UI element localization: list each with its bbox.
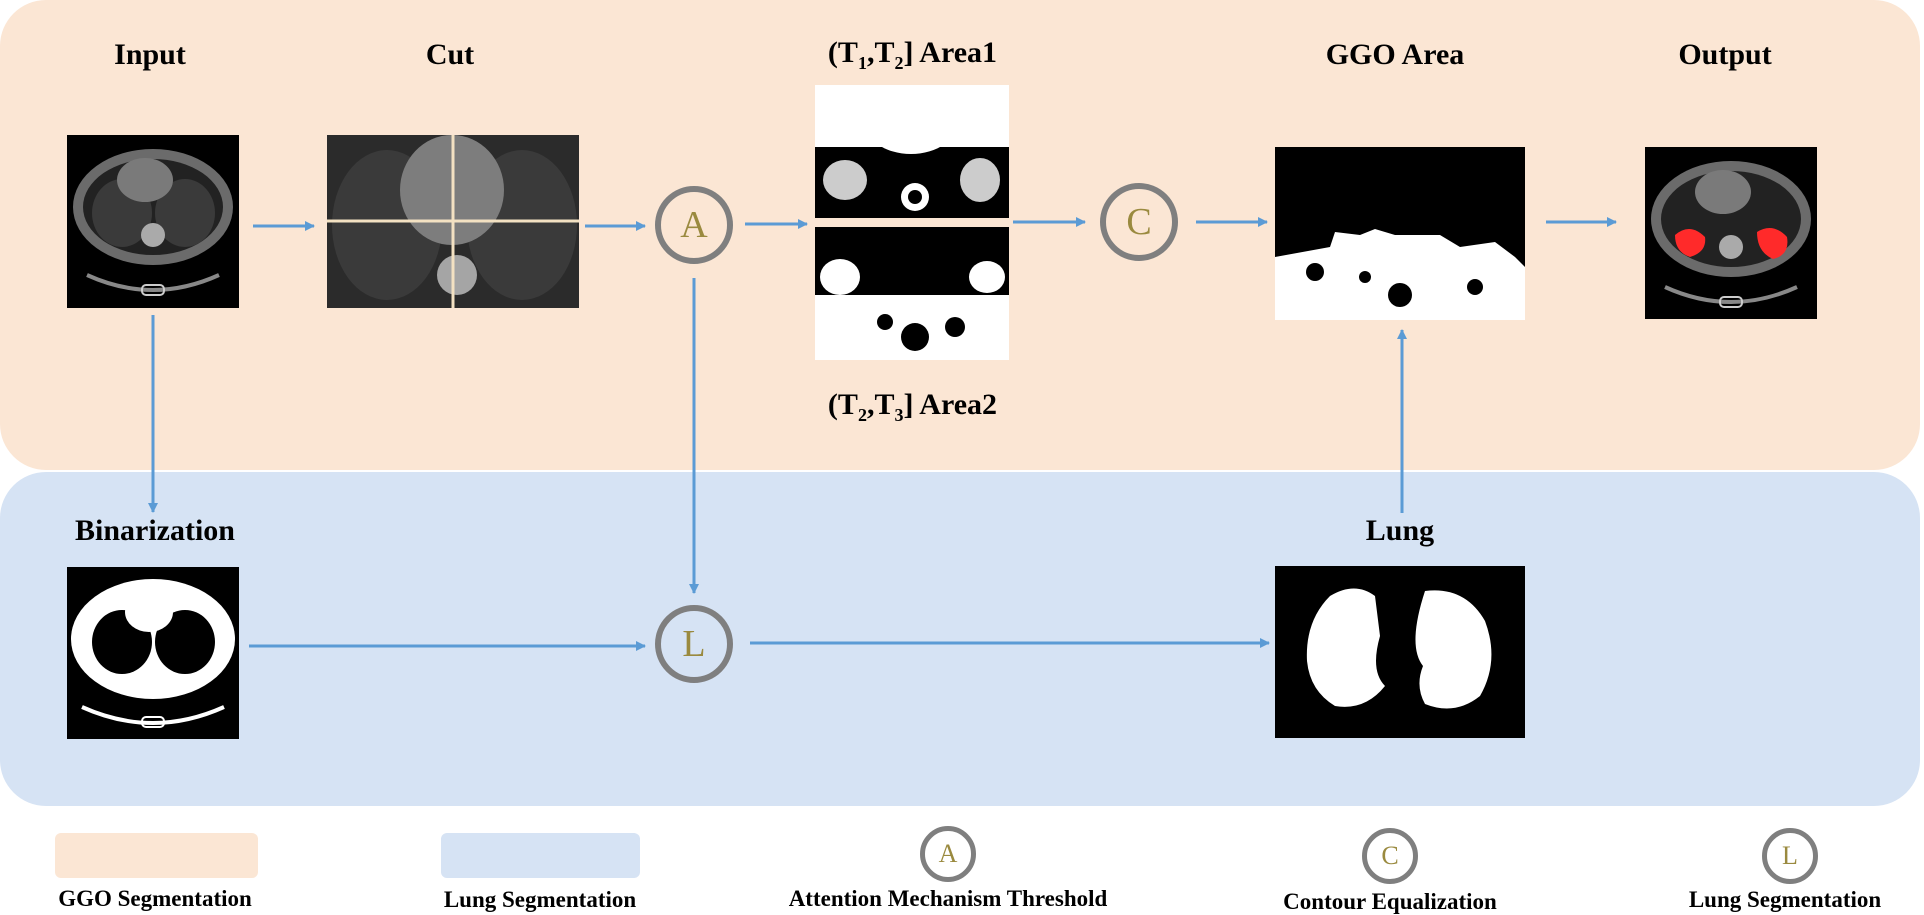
area1-s2: 2 [894,53,904,73]
contour-node: C [1100,183,1178,261]
lung-seg-node: L [655,605,733,683]
output-title: Output [1678,38,1772,71]
legend-lung-node: L [1762,828,1818,884]
area1-s1: 1 [857,53,867,73]
legend-contour-label: Contour Equalization [1283,889,1497,914]
legend-lung-swatch [441,833,640,878]
binarization-title: Binarization [74,514,235,547]
lung-segmentation-panel [0,472,1920,806]
legend-lung-seg-label: Lung Segmentation [1688,887,1882,912]
area1-image [815,85,1009,218]
ggo-area-image [1275,147,1525,320]
area2-s2: 3 [894,405,904,425]
cut-ct-image [327,135,579,308]
binarization-image [67,567,239,739]
input-ct-image [67,135,239,308]
legend-attention-label: Attention Mechanism Threshold [788,886,1108,911]
area1-t2: T [874,36,895,69]
area1-t1: T [837,36,858,69]
legend-contour-node: C [1362,828,1418,884]
area1-title: (T1,T2] Area1 [827,36,998,73]
attention-node: A [655,186,733,264]
area2-title: (T2,T3] Area2 [827,388,998,425]
area2-s1: 2 [857,405,867,425]
lung-title: Lung [1365,514,1435,547]
area2-image [815,227,1009,360]
area2-rest: Area2 [919,388,998,421]
legend-ggo-label: GGO Segmentation [58,886,252,911]
area2-t2: T [874,388,895,421]
legend-ggo-swatch [55,833,258,878]
area2-t1: T [837,388,858,421]
legend-lung-label: Lung Segmentation [443,887,637,912]
area1-rest: Area1 [919,36,998,69]
input-title: Input [114,38,186,71]
lung-mask-image [1275,566,1525,738]
legend-attention-node: A [920,826,976,882]
ggo-area-title: GGO Area [1325,38,1465,71]
cut-title: Cut [425,38,475,71]
output-image [1645,147,1817,319]
